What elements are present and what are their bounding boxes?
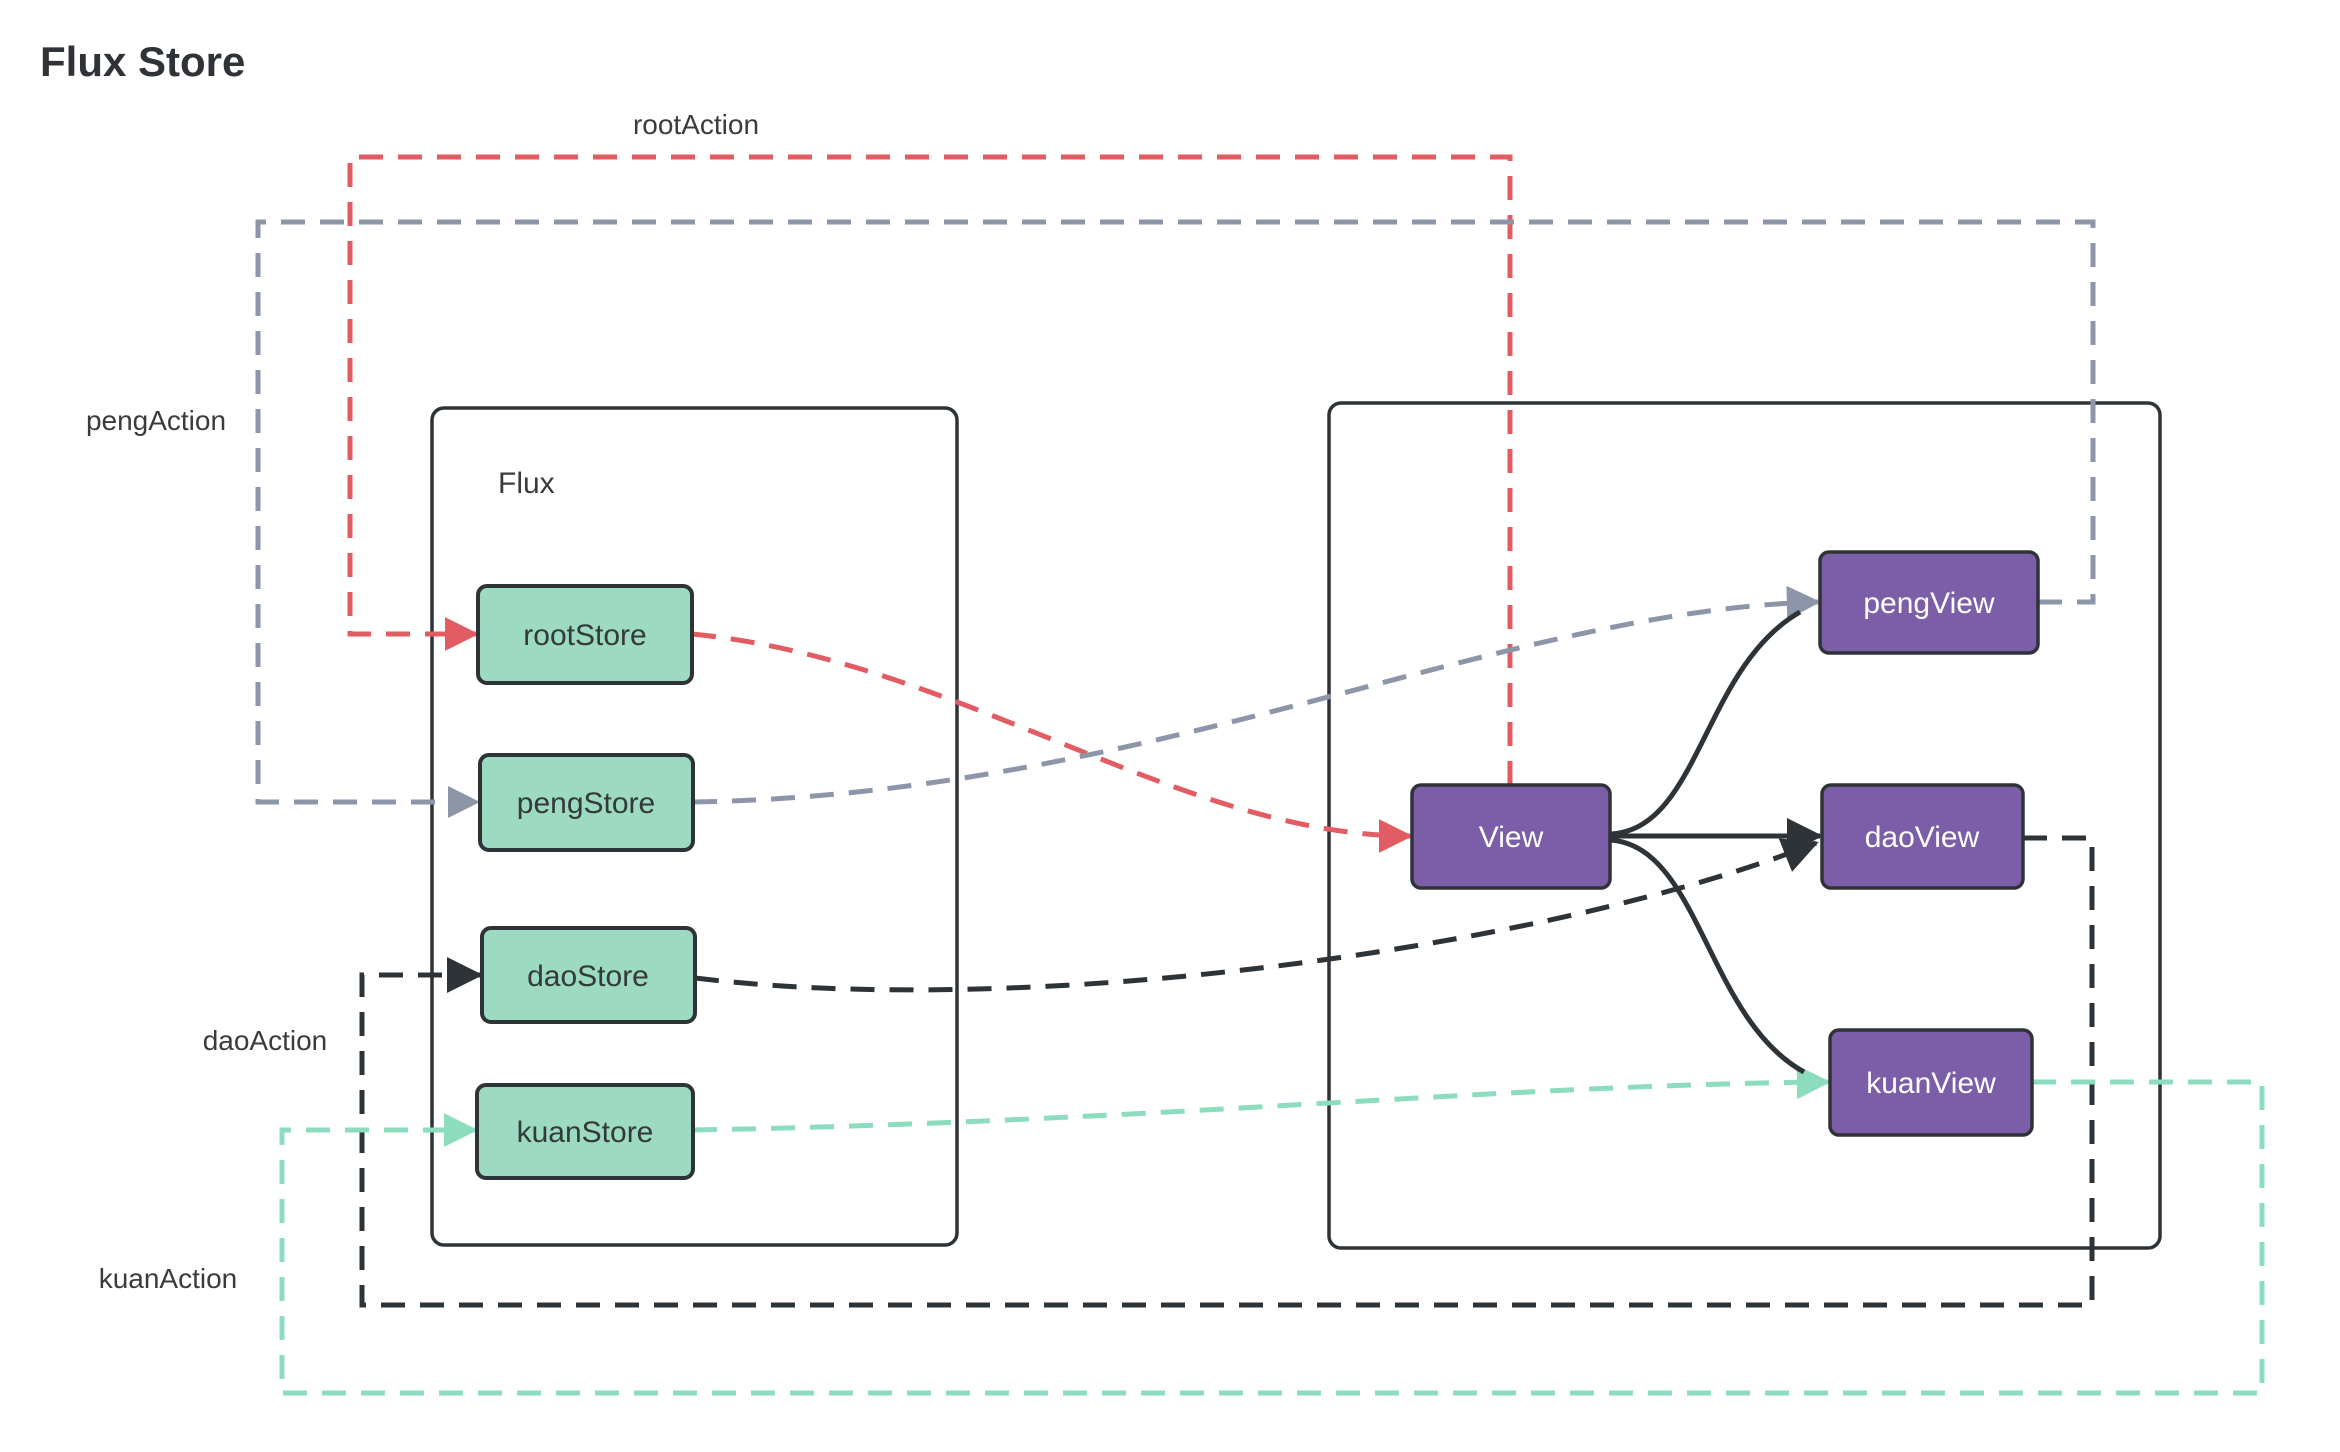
flux-container-label: Flux [498,467,555,500]
edge-pengaction-loop [255,219,2096,805]
edge-daoaction-group [359,835,2095,1308]
node-view [1410,783,1612,890]
edge-view-to-pengview [1609,609,1802,837]
node-daoview-label: daoView [1865,821,1980,854]
edge-label-pengaction: pengAction [86,405,226,436]
node-rootstore [476,584,694,685]
edge-kuanstore-to-kuanview [692,1065,1831,1133]
node-daostore [480,926,697,1024]
edge-rootstore-to-view [691,631,1413,853]
edge-pengstore-to-pengview [692,585,1821,805]
edge-view-to-kuanview [1609,837,1806,1075]
node-view-label: View [1479,821,1544,854]
node-daostore-label: daoStore [527,960,649,993]
edge-daostore-to-daoview [694,838,1819,993]
edge-rootaction-group [347,154,1513,853]
node-pengview-label: pengView [1863,587,1995,620]
edge-rootaction-loop [347,154,1513,785]
store-nodes: rootStore pengStore daoStore kuanStore [475,584,697,1180]
edge-label-rootaction: rootAction [633,109,759,140]
view-nodes: View pengView daoView kuanView [1410,550,2040,1137]
edge-daoaction-loop [359,835,2095,1308]
pengstore-arrowhead-icon [448,786,480,818]
edge-pengaction-group [255,219,2096,818]
edge-kuanaction-group [279,1065,2265,1396]
node-daoview [1820,783,2025,890]
edge-kuanaction-loop [279,1079,2265,1396]
node-pengstore-label: pengStore [517,787,655,820]
node-kuanview [1828,1028,2034,1137]
node-pengstore [478,753,695,852]
node-kuanview-label: kuanView [1866,1067,1996,1100]
node-kuanstore-label: kuanStore [517,1116,654,1149]
page-title: Flux Store [40,38,245,85]
node-pengview [1818,550,2040,655]
node-kuanstore [475,1083,695,1180]
node-rootstore-label: rootStore [523,619,646,652]
edge-label-kuanaction: kuanAction [99,1263,238,1294]
edge-label-daoaction: daoAction [203,1025,328,1056]
